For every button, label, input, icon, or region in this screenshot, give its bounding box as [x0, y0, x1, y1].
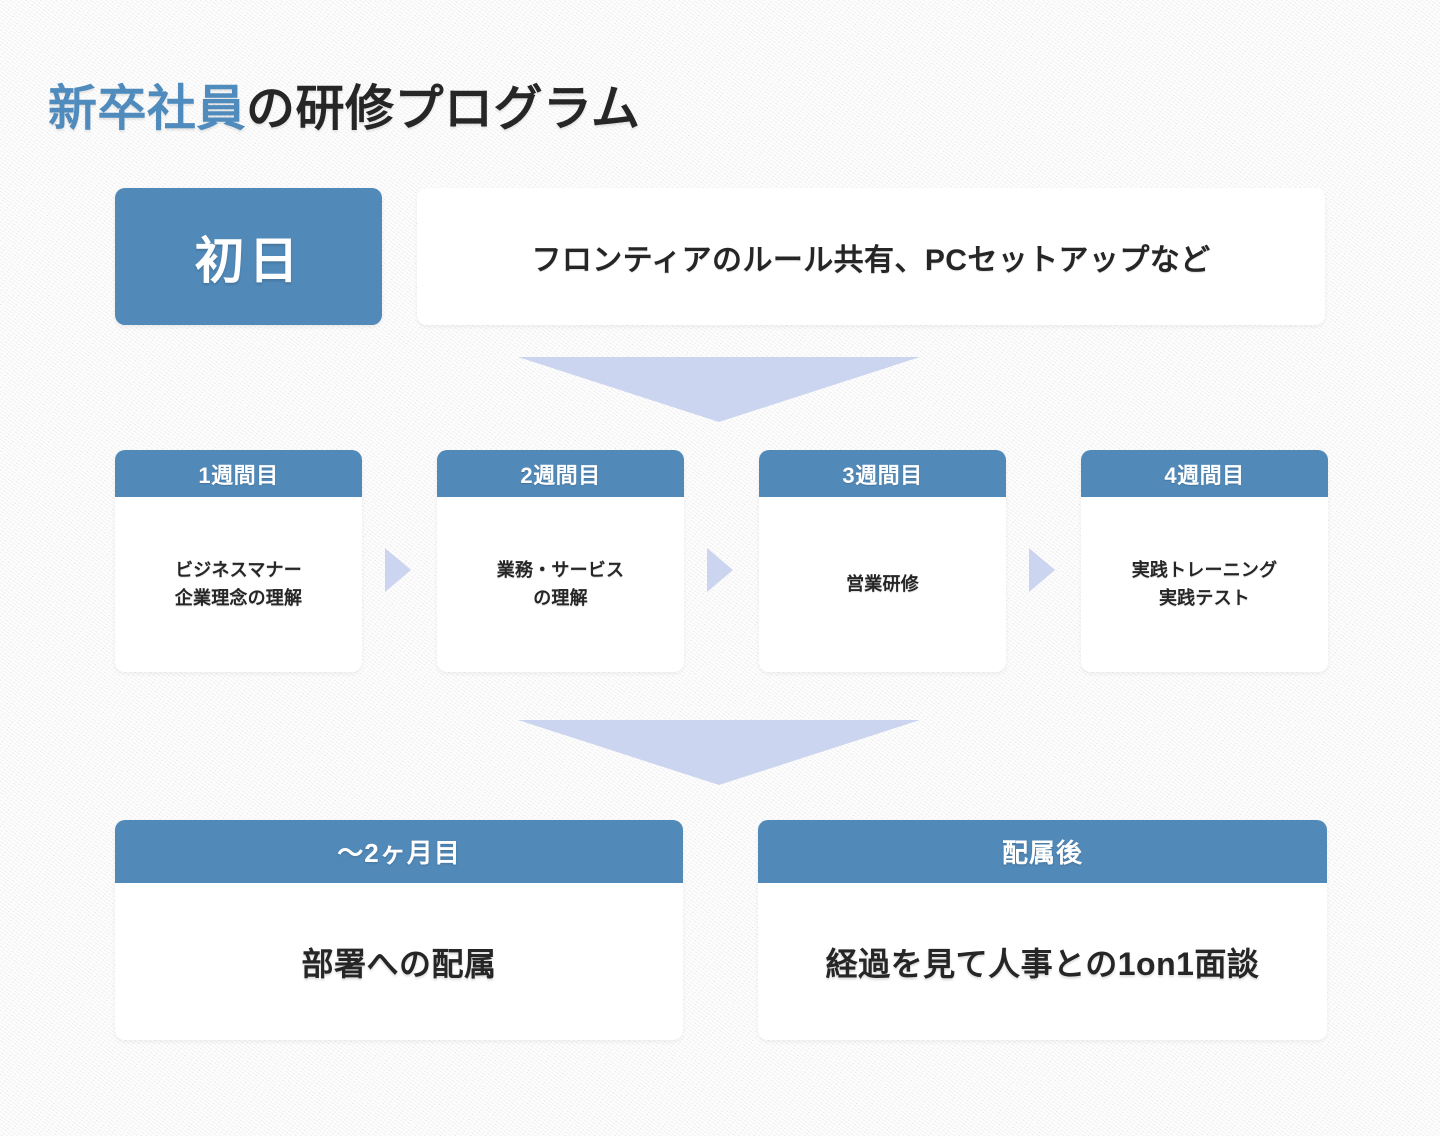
outcome-card-assignment: 〜2ヶ月目 部署への配属 — [115, 820, 683, 1040]
week-card-1-header: 1週間目 — [115, 450, 362, 497]
week-card-3-line-1: 営業研修 — [846, 573, 919, 594]
week-card-1-line-2: 企業理念の理解 — [174, 587, 303, 608]
week-card-3-header: 3週間目 — [759, 450, 1006, 497]
week-card-1: 1週間目 ビジネスマナー 企業理念の理解 — [115, 450, 362, 672]
first-day-description-card: フロンティアのルール共有、PCセットアップなど — [417, 188, 1325, 325]
week-card-2-line-2: の理解 — [533, 587, 588, 608]
first-day-description-text: フロンティアのルール共有、PCセットアップなど — [531, 243, 1211, 277]
week-card-4-line-2: 実践テスト — [1158, 587, 1250, 608]
page-title: 新卒社員の研修プログラム — [48, 81, 641, 136]
right-arrow-icon-2 — [707, 548, 733, 592]
week-card-2-header: 2週間目 — [437, 450, 684, 497]
page-title-rest: の研修プログラム — [246, 81, 641, 136]
week-card-2-body: 業務・サービス の理解 — [437, 497, 684, 672]
week-card-1-line-1: ビジネスマナー — [175, 559, 302, 580]
outcome-card-assignment-body: 部署への配属 — [301, 945, 497, 982]
week-card-4-body: 実践トレーニング 実践テスト — [1081, 497, 1328, 672]
first-day-badge: 初日 — [115, 188, 382, 325]
week-card-2: 2週間目 業務・サービス の理解 — [437, 450, 684, 672]
week-card-3: 3週間目 営業研修 — [759, 450, 1006, 672]
week-card-1-body: ビジネスマナー 企業理念の理解 — [115, 497, 362, 672]
page-title-accent: 新卒社員 — [48, 81, 247, 136]
outcome-card-post-assignment-body: 経過を見て人事との1on1面談 — [825, 945, 1260, 982]
down-arrow-icon-2 — [518, 720, 920, 785]
outcome-card-post-assignment-header: 配属後 — [758, 820, 1327, 883]
down-arrow-icon-1 — [518, 357, 920, 422]
week-card-2-line-1: 業務・サービス — [496, 559, 625, 580]
first-day-badge-label: 初日 — [194, 232, 303, 289]
week-card-4-line-1: 実践トレーニング — [1131, 559, 1278, 580]
right-arrow-icon-1 — [385, 548, 411, 592]
week-card-4-header: 4週間目 — [1081, 450, 1328, 497]
outcome-card-post-assignment: 配属後 経過を見て人事との1on1面談 — [758, 820, 1327, 1040]
week-card-4: 4週間目 実践トレーニング 実践テスト — [1081, 450, 1328, 672]
right-arrow-icon-3 — [1029, 548, 1055, 592]
week-card-3-body: 営業研修 — [759, 497, 1006, 672]
outcome-card-assignment-header: 〜2ヶ月目 — [115, 820, 683, 883]
